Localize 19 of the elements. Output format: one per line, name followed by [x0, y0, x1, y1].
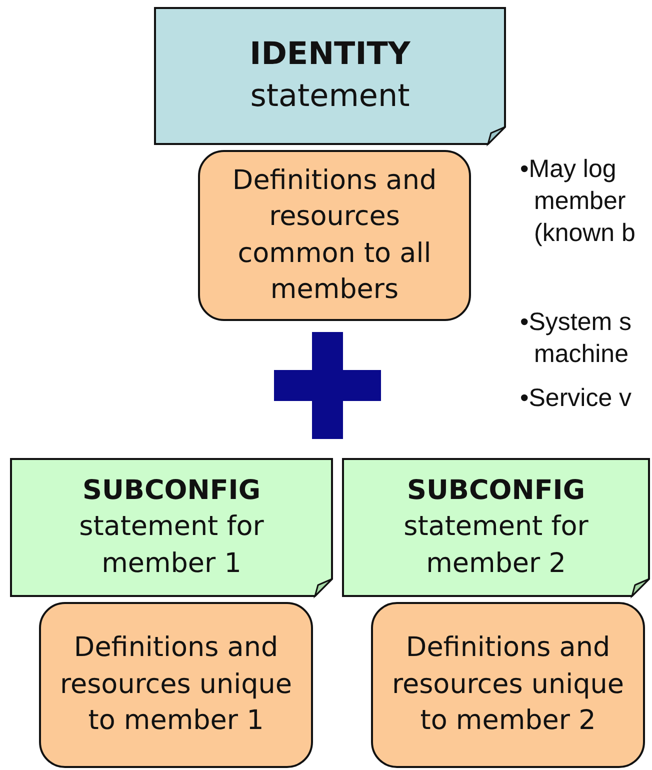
rounded-box: [198, 150, 471, 321]
box-heading: SUBCONFIG: [407, 474, 585, 508]
box-text: statement for member 1: [78, 510, 265, 581]
box-heading: IDENTITY: [250, 35, 410, 74]
plus-sign: [274, 332, 381, 439]
rounded-box: [371, 602, 645, 768]
bullet-note: •System s machine: [520, 307, 633, 370]
note-box: [342, 458, 650, 597]
bullet-note: •May log member (known b: [520, 154, 636, 249]
box-text: statement for member 2: [402, 510, 590, 581]
note-box: [10, 458, 333, 597]
note-box: [154, 7, 506, 145]
box-heading: SUBCONFIG: [82, 474, 260, 508]
box-text: Definitions and resources unique to member 1: [58, 631, 294, 738]
box-text: Definitions and resources unique to member 2: [390, 631, 626, 738]
box-text: statement: [250, 77, 410, 116]
rounded-box: [39, 602, 313, 768]
box-text: Definitions and resources common to all members: [231, 164, 438, 307]
bullet-note: •Service v: [520, 383, 633, 414]
